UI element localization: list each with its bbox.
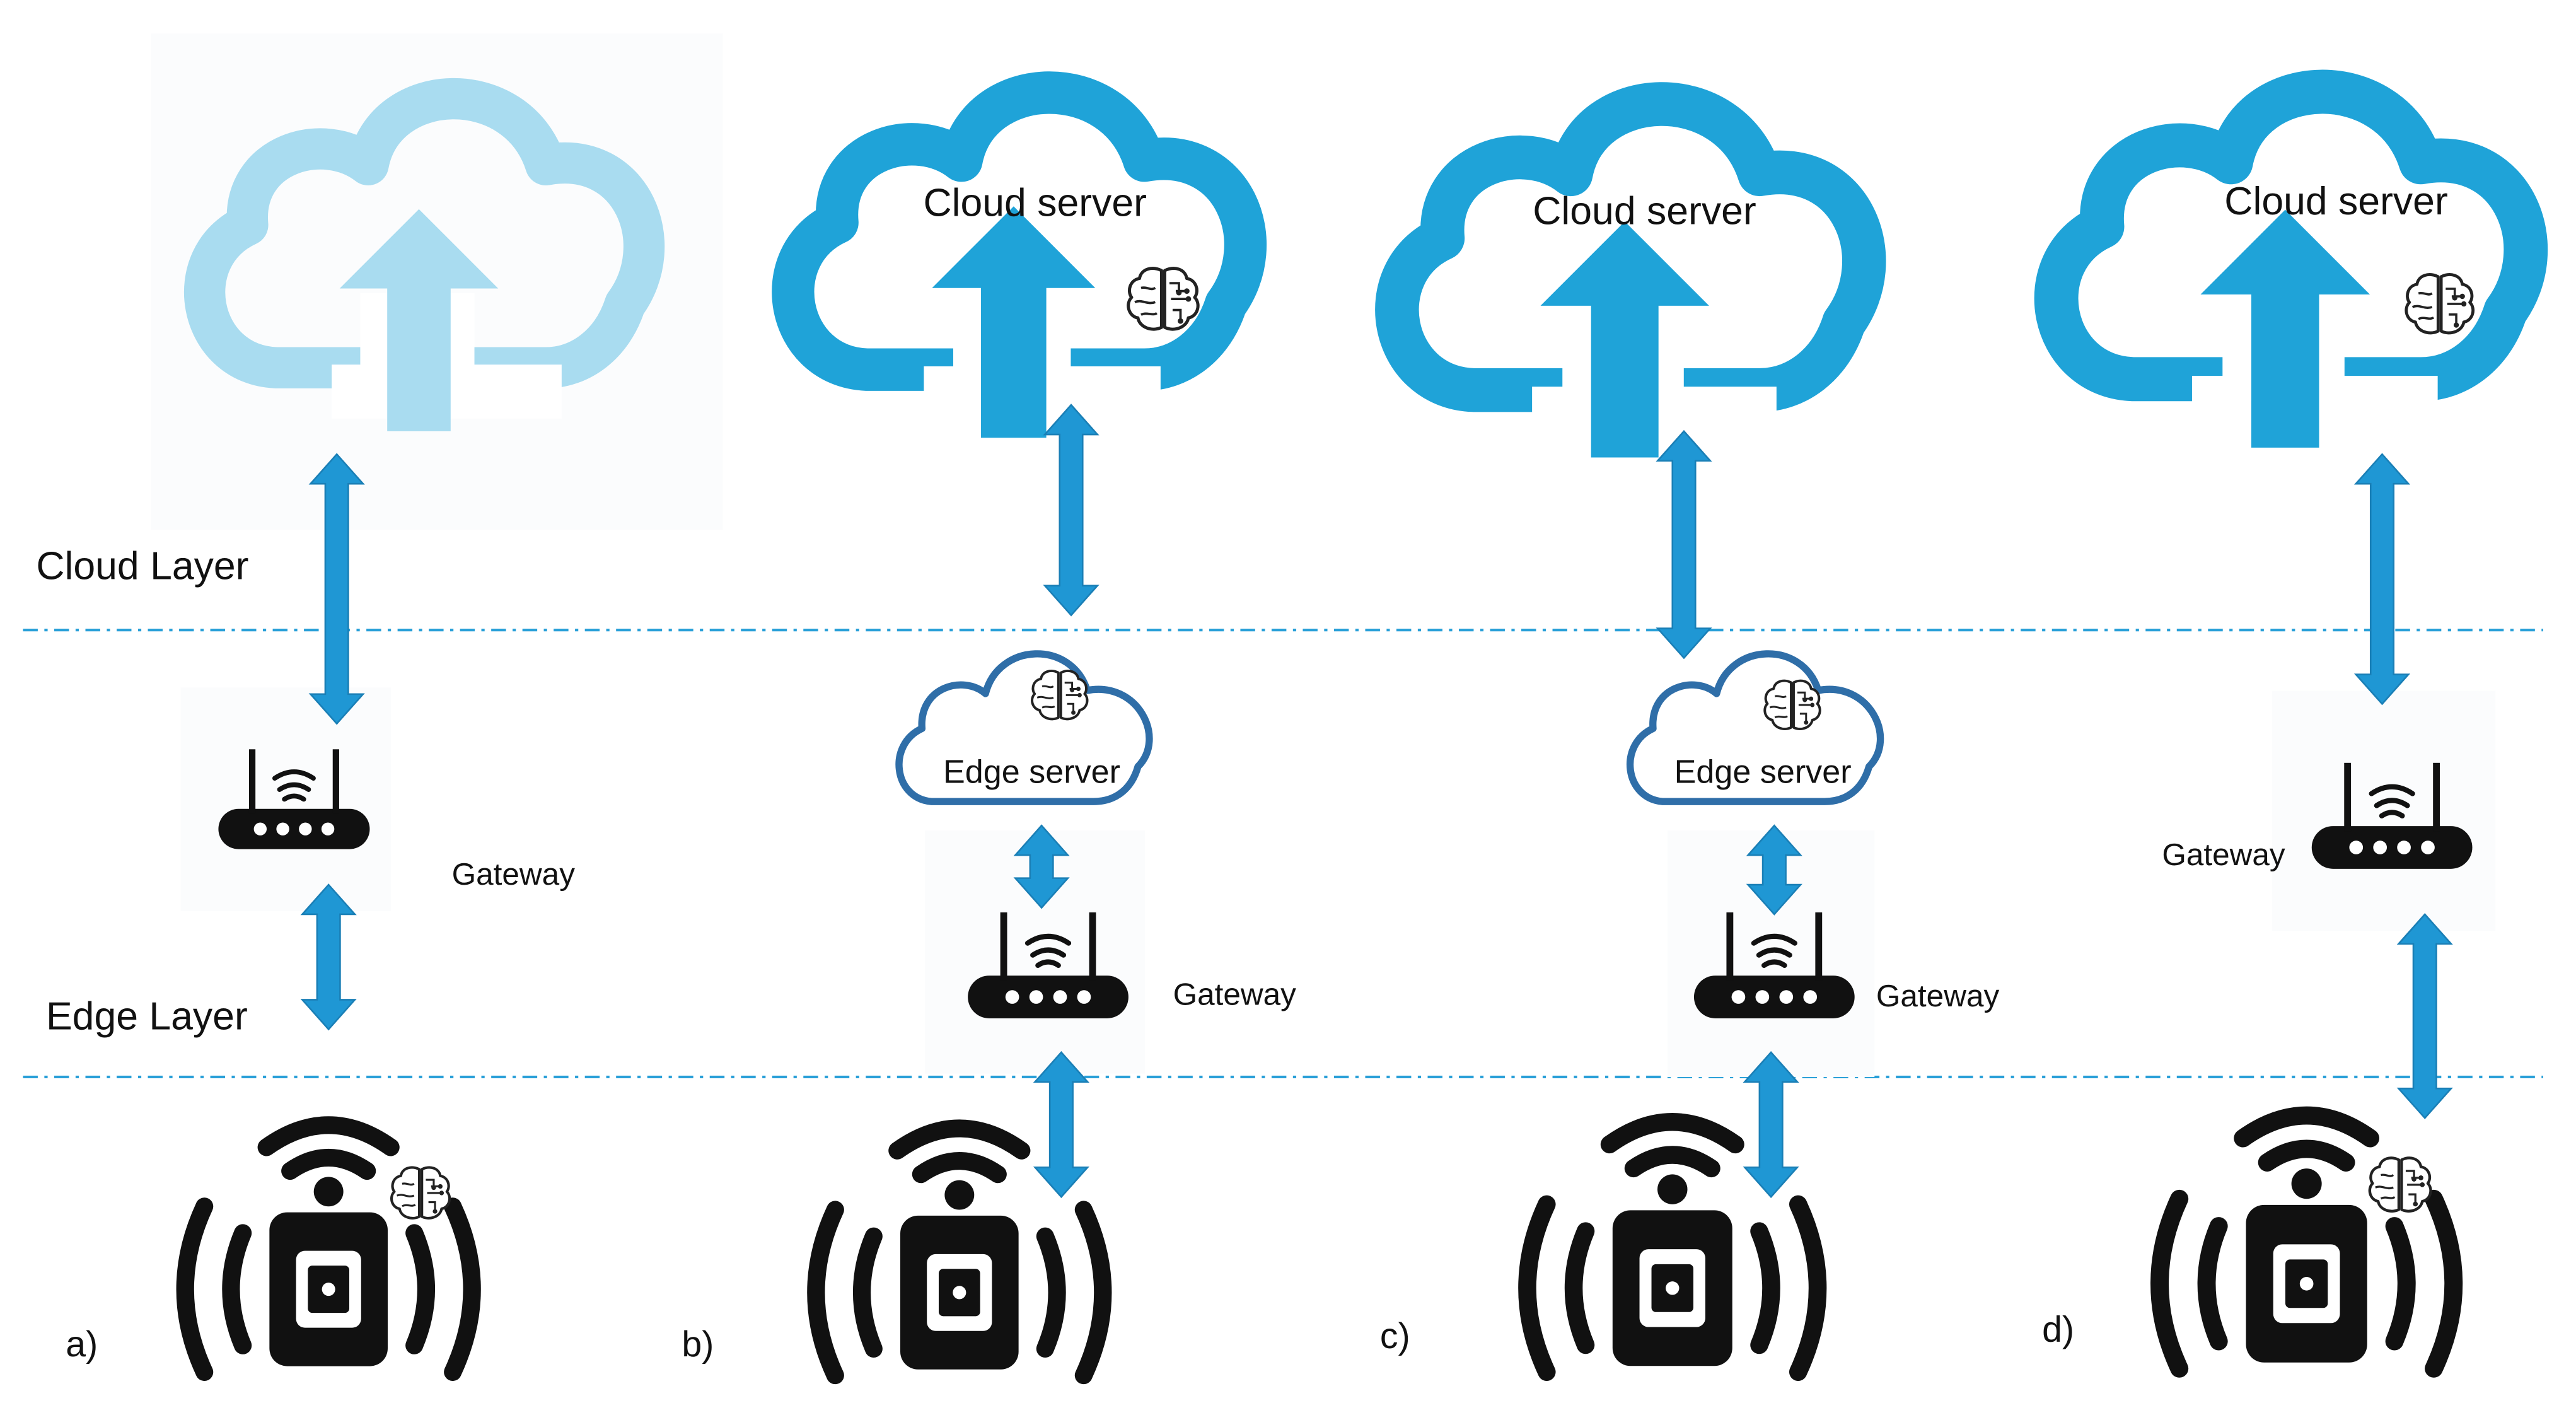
gateway-label-b: Gateway (1173, 977, 1297, 1011)
gateway-label-c: Gateway (1876, 979, 2000, 1013)
double-arrow-icon (1656, 429, 1712, 660)
edge-server-label-c: Edge server (1674, 754, 1852, 790)
panel-a-letter: a) (66, 1324, 98, 1365)
edge-layer-label: Edge Layer (46, 994, 248, 1038)
panel-d-letter: d) (2042, 1309, 2074, 1349)
panel-d: Cloud server Gateway d) (2042, 91, 2526, 1368)
brain-circuit-icon (2370, 1158, 2431, 1211)
double-arrow-icon (1746, 824, 1802, 916)
cloud-layer-label: Cloud Layer (36, 544, 248, 588)
double-arrow-icon (1043, 404, 1099, 617)
brain-circuit-icon (1765, 681, 1819, 729)
double-arrow-icon (1033, 1051, 1089, 1199)
cloud-server-label-d: Cloud server (2224, 179, 2448, 223)
brain-circuit-icon (392, 1168, 450, 1218)
cloud-server-label-b: Cloud server (923, 180, 1146, 224)
double-arrow-icon (1743, 1051, 1799, 1199)
gateway-label-d: Gateway (2162, 837, 2285, 872)
double-arrow-icon (308, 453, 365, 725)
cloud-server-label-c: Cloud server (1533, 189, 1756, 233)
brain-circuit-icon (2406, 275, 2473, 333)
brain-circuit-icon (1128, 269, 1198, 329)
double-arrow-icon (1013, 824, 1070, 909)
edge-server-label-b: Edge server (943, 754, 1120, 790)
double-arrow-icon (2396, 912, 2453, 1120)
gateway-label-a: Gateway (452, 857, 576, 892)
brain-circuit-icon (1032, 671, 1087, 719)
double-arrow-icon (2353, 453, 2411, 706)
panel-b-letter: b) (682, 1324, 714, 1365)
connector-arrows (300, 404, 2453, 1199)
panel-c-letter: c) (1380, 1316, 1410, 1356)
double-arrow-icon (300, 883, 357, 1031)
panel-a: Gateway a) (66, 33, 723, 1372)
